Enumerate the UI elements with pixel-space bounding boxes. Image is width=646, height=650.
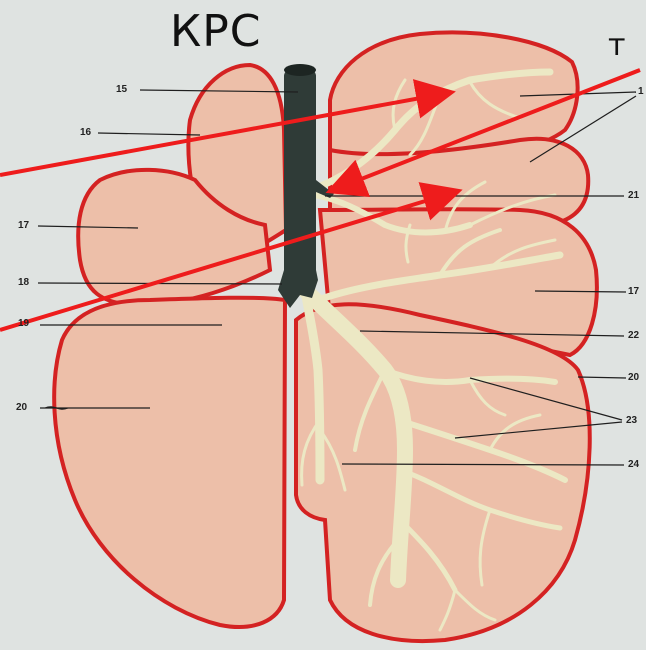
label-21: 21 [628,190,639,201]
label-1: 1 [638,86,644,97]
label-24: 24 [628,459,639,470]
diagram-title: КРС [170,6,262,57]
label-16: 16 [80,127,91,138]
corner-text: т [608,28,625,63]
label-15: 15 [116,84,127,95]
left-caudal-lobe [54,298,285,627]
label-17-right: 17 [628,286,639,297]
label-22: 22 [628,330,639,341]
left-lung [54,65,286,627]
label-19: 19 [18,318,29,329]
label-20-right: 20 [628,372,639,383]
label-23: 23 [626,415,637,426]
label-20-left: 20 [16,402,27,413]
label-17-left: 17 [18,220,29,231]
label-18: 18 [18,277,29,288]
right-lung [296,32,597,641]
